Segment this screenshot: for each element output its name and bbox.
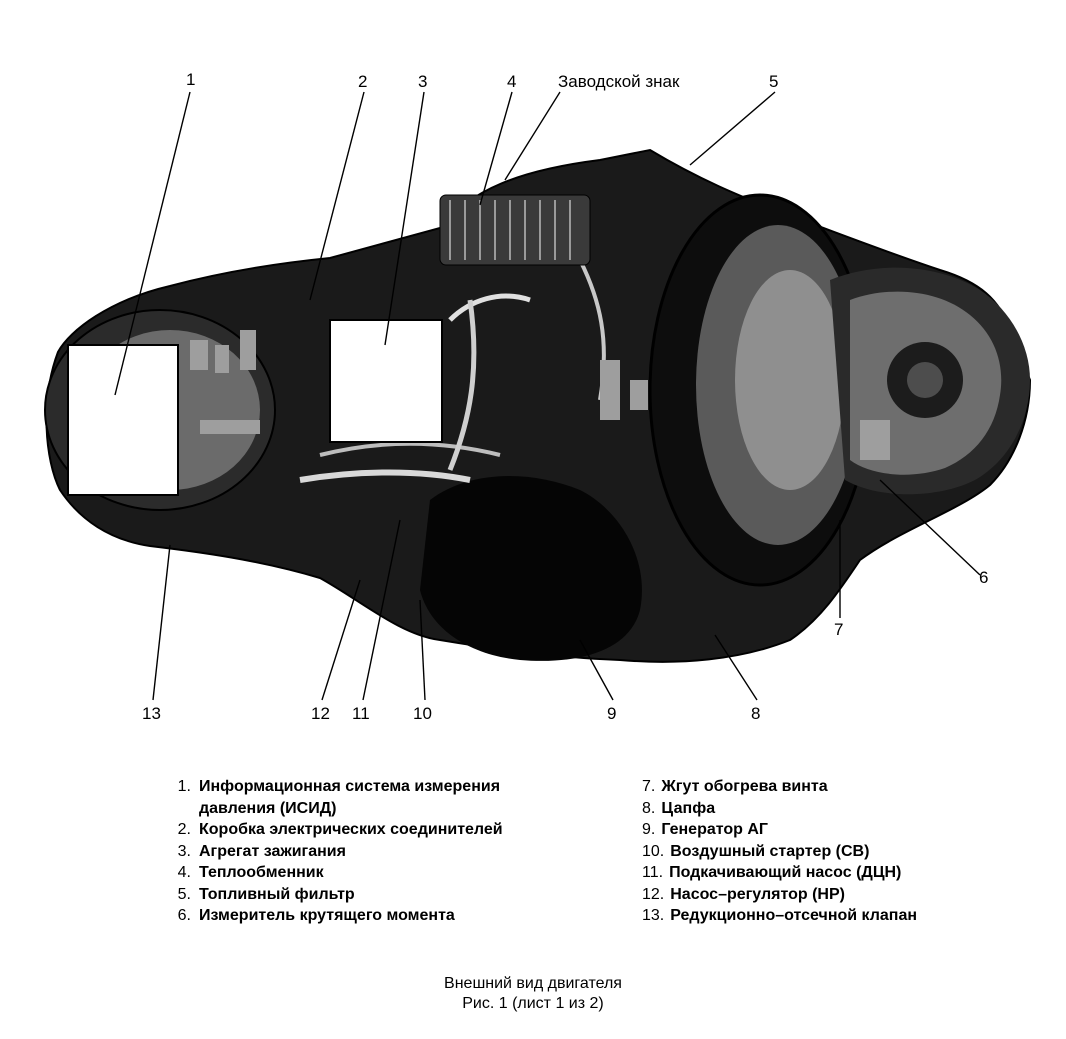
legend-item: 7.Жгут обогрева винта [642, 778, 828, 795]
figure-caption: Внешний вид двигателя Рис. 1 (лист 1 из … [0, 974, 1066, 1014]
legend-item: давления (ИСИД) [199, 799, 337, 817]
legend-item: 9.Генератор АГ [642, 821, 768, 838]
caption-sheet: Рис. 1 (лист 1 из 2) [462, 995, 604, 1012]
legend-item: 11.Подкачивающий насос (ДЦН) [642, 864, 902, 881]
caption-title: Внешний вид двигателя [444, 975, 622, 992]
callout-3: 3 [418, 72, 428, 91]
callout-leaders [114, 91, 981, 701]
legend-item: 12.Насос–регулятор (НР) [642, 885, 845, 903]
callout-2: 2 [358, 72, 368, 91]
legend-item: 3.Агрегат зажигания [177, 842, 346, 860]
isid-box [67, 344, 179, 496]
callout-6: 6 [979, 568, 989, 587]
callout-1: 1 [186, 70, 196, 89]
legend-right: 7.Жгут обогрева винта 8.Цапфа 9.Генерато… [642, 776, 917, 927]
callout-8: 8 [751, 704, 761, 723]
legend-item: 2.Коробка электрических соединителей [177, 821, 503, 838]
legend-item: 1.Информационная система измерения [177, 778, 501, 795]
legend-item: 10.Воздушный стартер (СВ) [642, 842, 870, 860]
callout-12: 12 [311, 704, 330, 723]
legend-item: 6.Измеритель крутящего момента [177, 907, 455, 924]
callout-4: 4 [507, 72, 517, 91]
legend-item: 4.Теплообменник [177, 864, 324, 881]
factory-mark-label: Заводской знак [558, 72, 680, 91]
callout-13: 13 [142, 704, 161, 723]
callout-9: 9 [607, 704, 617, 723]
callout-11: 11 [352, 704, 370, 723]
engine-body [44, 148, 1032, 663]
legend-left: 1.Информационная система измерения давле… [158, 776, 503, 927]
legend-item: 5.Топливный фильтр [177, 885, 355, 903]
callout-10: 10 [413, 704, 432, 723]
callout-7: 7 [834, 620, 844, 639]
legend-item: 8.Цапфа [642, 799, 716, 817]
callout-5: 5 [769, 72, 779, 91]
legend-item: 13.Редукционно–отсечной клапан [642, 907, 918, 924]
